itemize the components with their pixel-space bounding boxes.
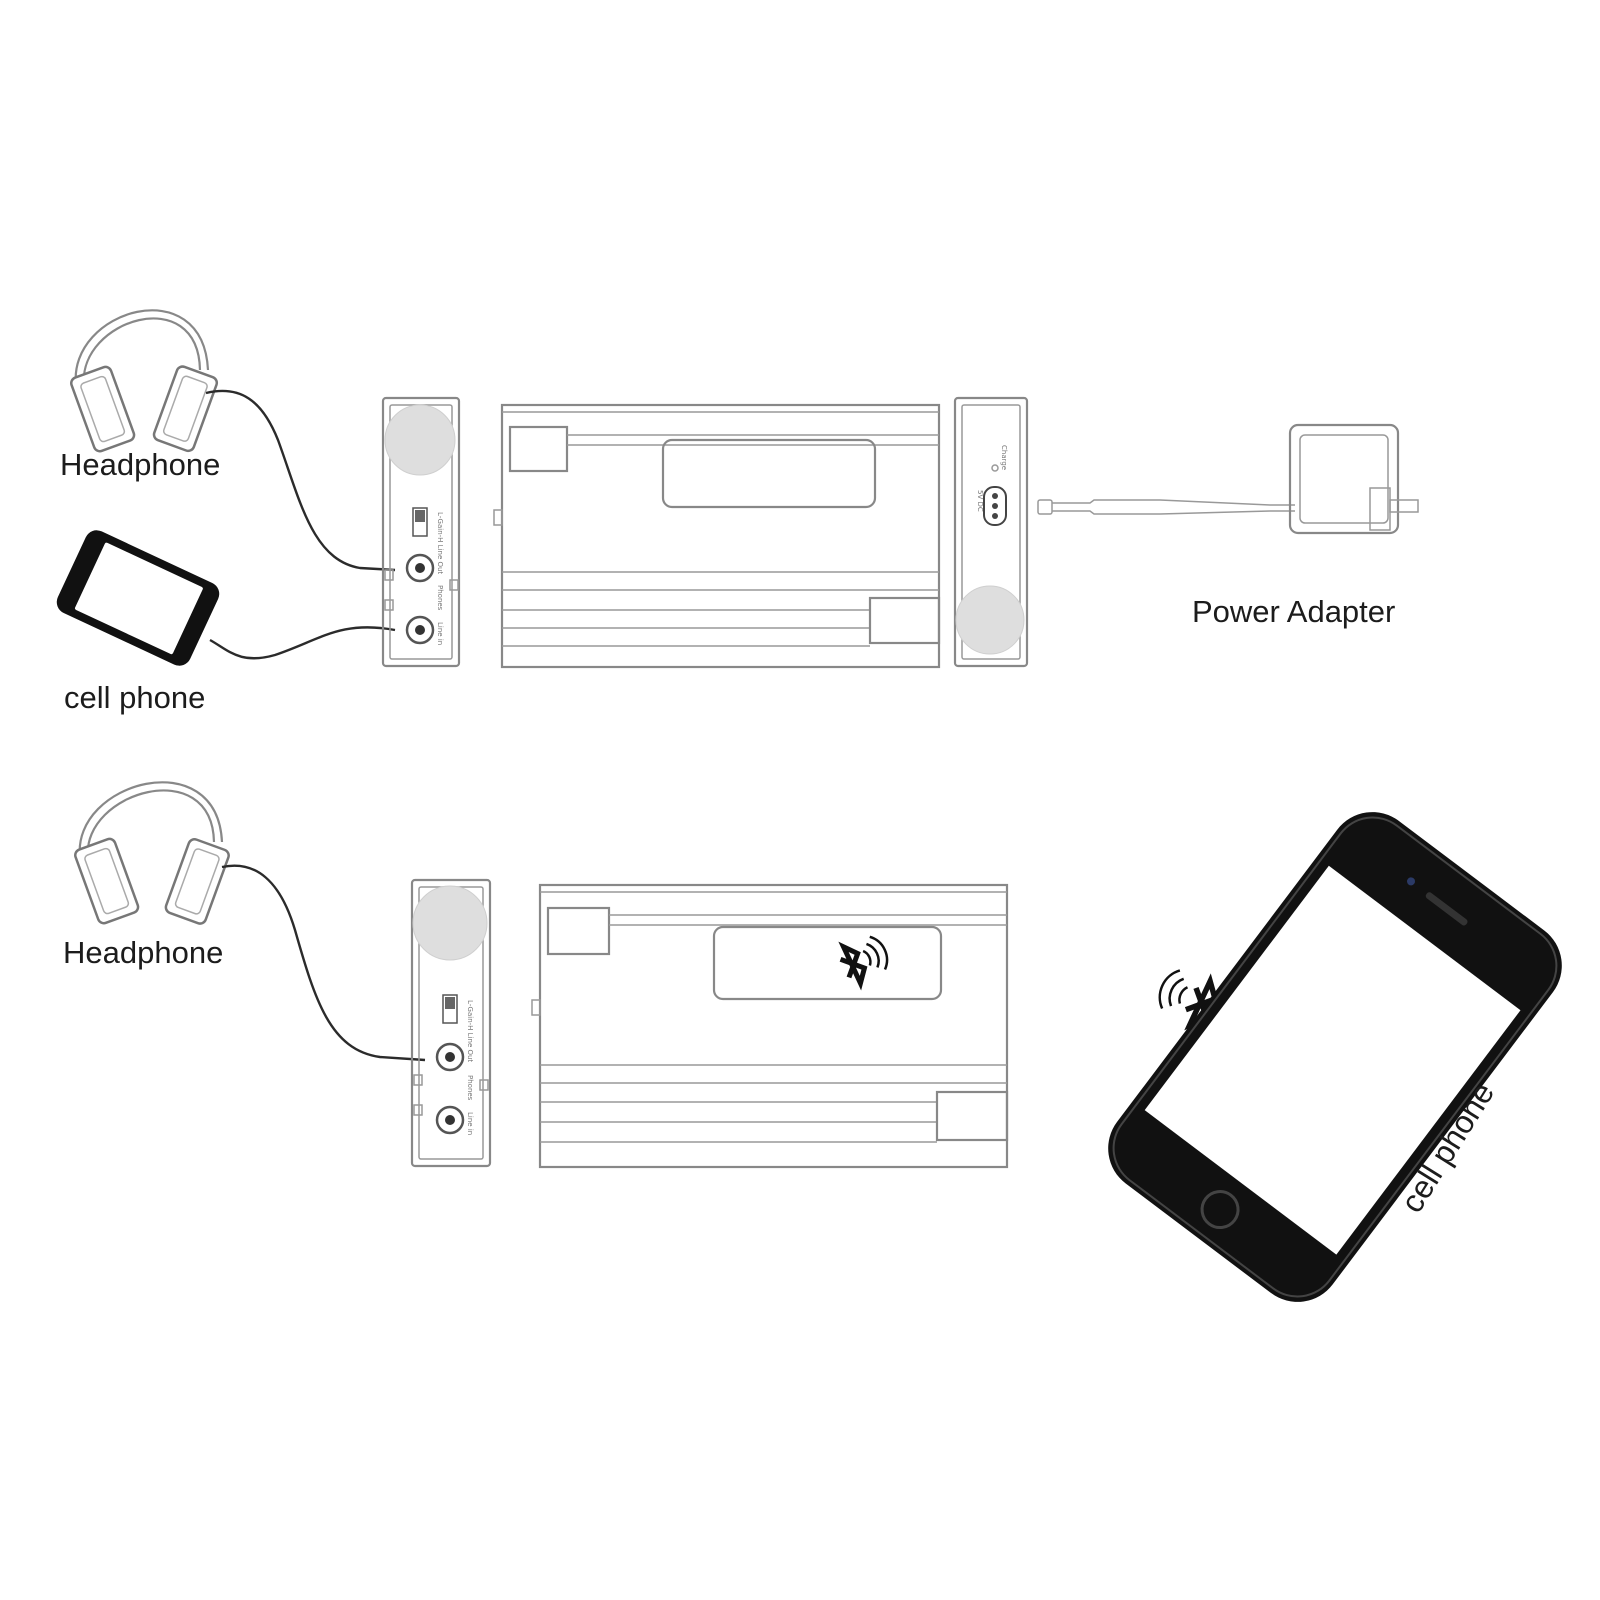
headphone-cable-bottom xyxy=(221,864,426,1062)
svg-text:Line in: Line in xyxy=(436,622,444,645)
cellphone-top-label: cell phone xyxy=(64,680,205,715)
headphone-top-label: Headphone xyxy=(60,447,220,482)
amplifier-body-bottom xyxy=(531,883,1009,1169)
power-adapter-label: Power Adapter xyxy=(1192,594,1395,629)
top-setup: Headphone cell phone L-Gain-H Line Out P… xyxy=(56,309,1419,715)
svg-text:L-Gain-H Line Out: L-Gain-H Line Out xyxy=(466,1000,474,1062)
rear-panel-top: Charge 5V DC xyxy=(953,396,1029,668)
front-panel-bottom: L-Gain-H Line Out Phones Line in xyxy=(410,878,492,1168)
svg-text:5V DC: 5V DC xyxy=(976,490,984,512)
headphone-cable-top xyxy=(205,389,396,572)
cell-phone-icon xyxy=(56,530,220,666)
cell-phone-icon xyxy=(1108,812,1562,1302)
svg-text:Line in: Line in xyxy=(466,1112,474,1135)
headphone-icon xyxy=(74,781,230,925)
amplifier-body-top xyxy=(493,403,941,669)
phone-cable-top xyxy=(209,626,396,660)
volume-knob-icon xyxy=(955,585,1025,655)
bluetooth-icon xyxy=(838,935,889,991)
headphone-bottom-label: Headphone xyxy=(63,935,223,970)
power-adapter-icon xyxy=(1037,423,1419,535)
bottom-setup: Headphone L-Gain-H Line Out Phones Line … xyxy=(63,781,1562,1302)
svg-text:L-Gain-H Line Out: L-Gain-H Line Out xyxy=(436,512,444,574)
volume-knob-icon xyxy=(412,885,488,961)
svg-text:Phones: Phones xyxy=(466,1075,474,1101)
svg-text:Charge: Charge xyxy=(1000,445,1008,470)
headphone-icon xyxy=(70,309,219,453)
svg-text:Phones: Phones xyxy=(436,585,444,611)
volume-knob-icon xyxy=(384,404,456,476)
front-panel-top: L-Gain-H Line Out Phones Line in xyxy=(381,396,461,668)
